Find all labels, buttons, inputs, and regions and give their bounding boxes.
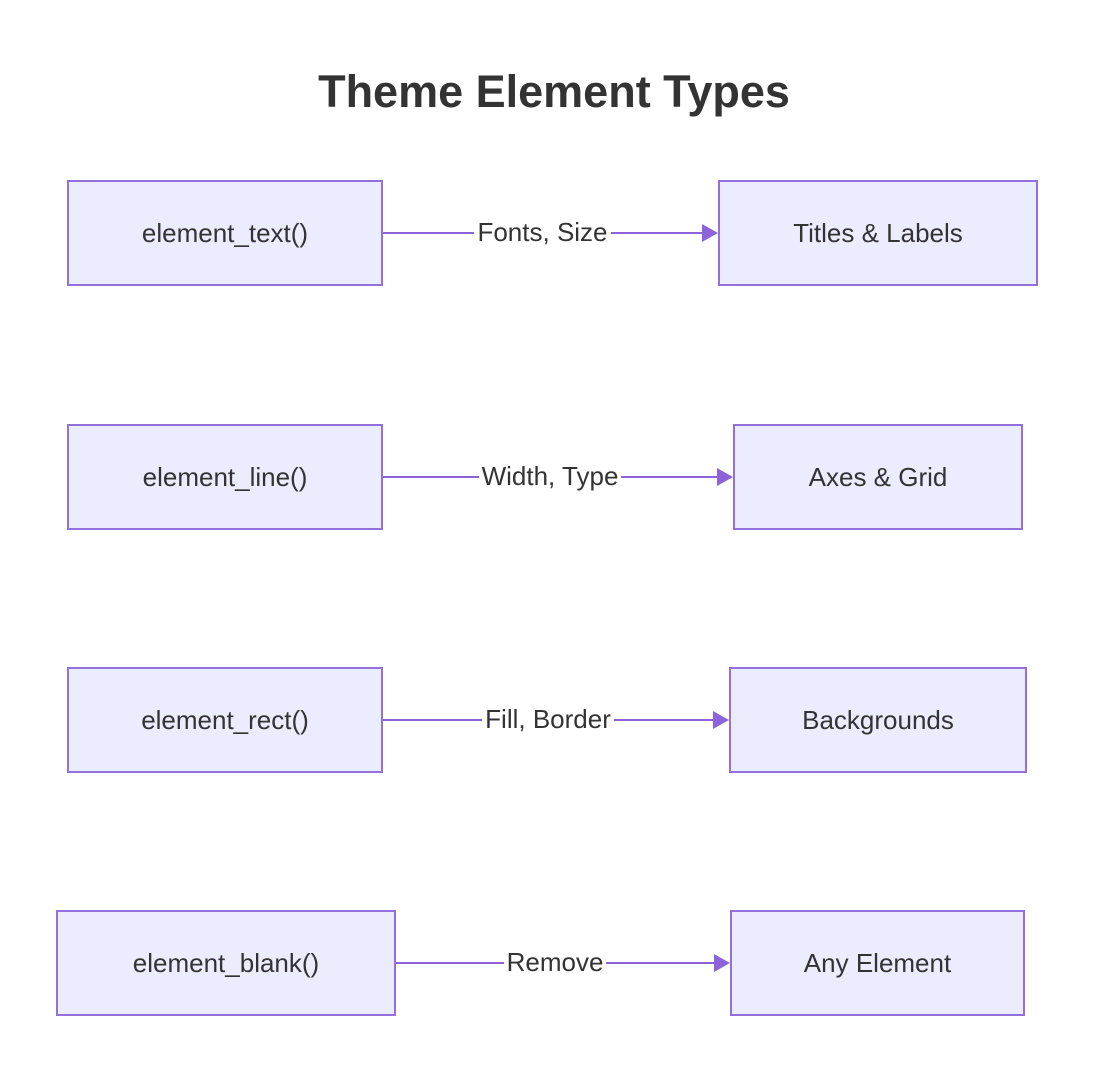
edge-blank-to-any: Remove: [396, 947, 731, 977]
edge-line: [383, 718, 483, 722]
diagram-title: Theme Element Types: [318, 66, 790, 117]
arrowhead-icon: [702, 224, 718, 242]
edge-text-to-titles: Fonts, Size: [383, 217, 718, 247]
node-label: Axes & Grid: [808, 461, 948, 492]
node-any-element: Any Element: [730, 910, 1025, 1016]
arrowhead-icon: [717, 468, 733, 486]
node-label: element_rect(): [141, 704, 309, 735]
edge-line: [610, 231, 702, 235]
edge-line: [383, 475, 479, 479]
edge-label: Fill, Border: [485, 704, 611, 734]
edge-line: [396, 961, 504, 965]
node-label: Backgrounds: [802, 704, 954, 735]
node-element-blank: element_blank(): [56, 910, 396, 1016]
edge-label: Fonts, Size: [477, 217, 608, 247]
node-label: Titles & Labels: [793, 217, 963, 248]
edge-line: [621, 475, 717, 479]
node-label: element_line(): [142, 461, 308, 492]
node-element-text: element_text(): [67, 180, 383, 286]
node-backgrounds: Backgrounds: [729, 667, 1027, 773]
arrowhead-icon: [714, 954, 731, 972]
node-label: element_text(): [141, 217, 309, 248]
edge-line: [383, 231, 475, 235]
node-element-line: element_line(): [67, 424, 383, 530]
edge-line-to-axes: Width, Type: [383, 461, 733, 491]
node-label: element_blank(): [132, 947, 320, 978]
edge-label: Width, Type: [481, 461, 619, 491]
edge-line: [606, 961, 715, 965]
node-axes-grid: Axes & Grid: [733, 424, 1023, 530]
edge-line: [613, 718, 714, 722]
arrowhead-icon: [713, 711, 730, 729]
edge-rect-to-backgrounds: Fill, Border: [383, 704, 730, 734]
node-titles-labels: Titles & Labels: [718, 180, 1038, 286]
node-label: Any Element: [803, 947, 952, 978]
node-element-rect: element_rect(): [67, 667, 383, 773]
edge-label: Remove: [506, 947, 604, 977]
